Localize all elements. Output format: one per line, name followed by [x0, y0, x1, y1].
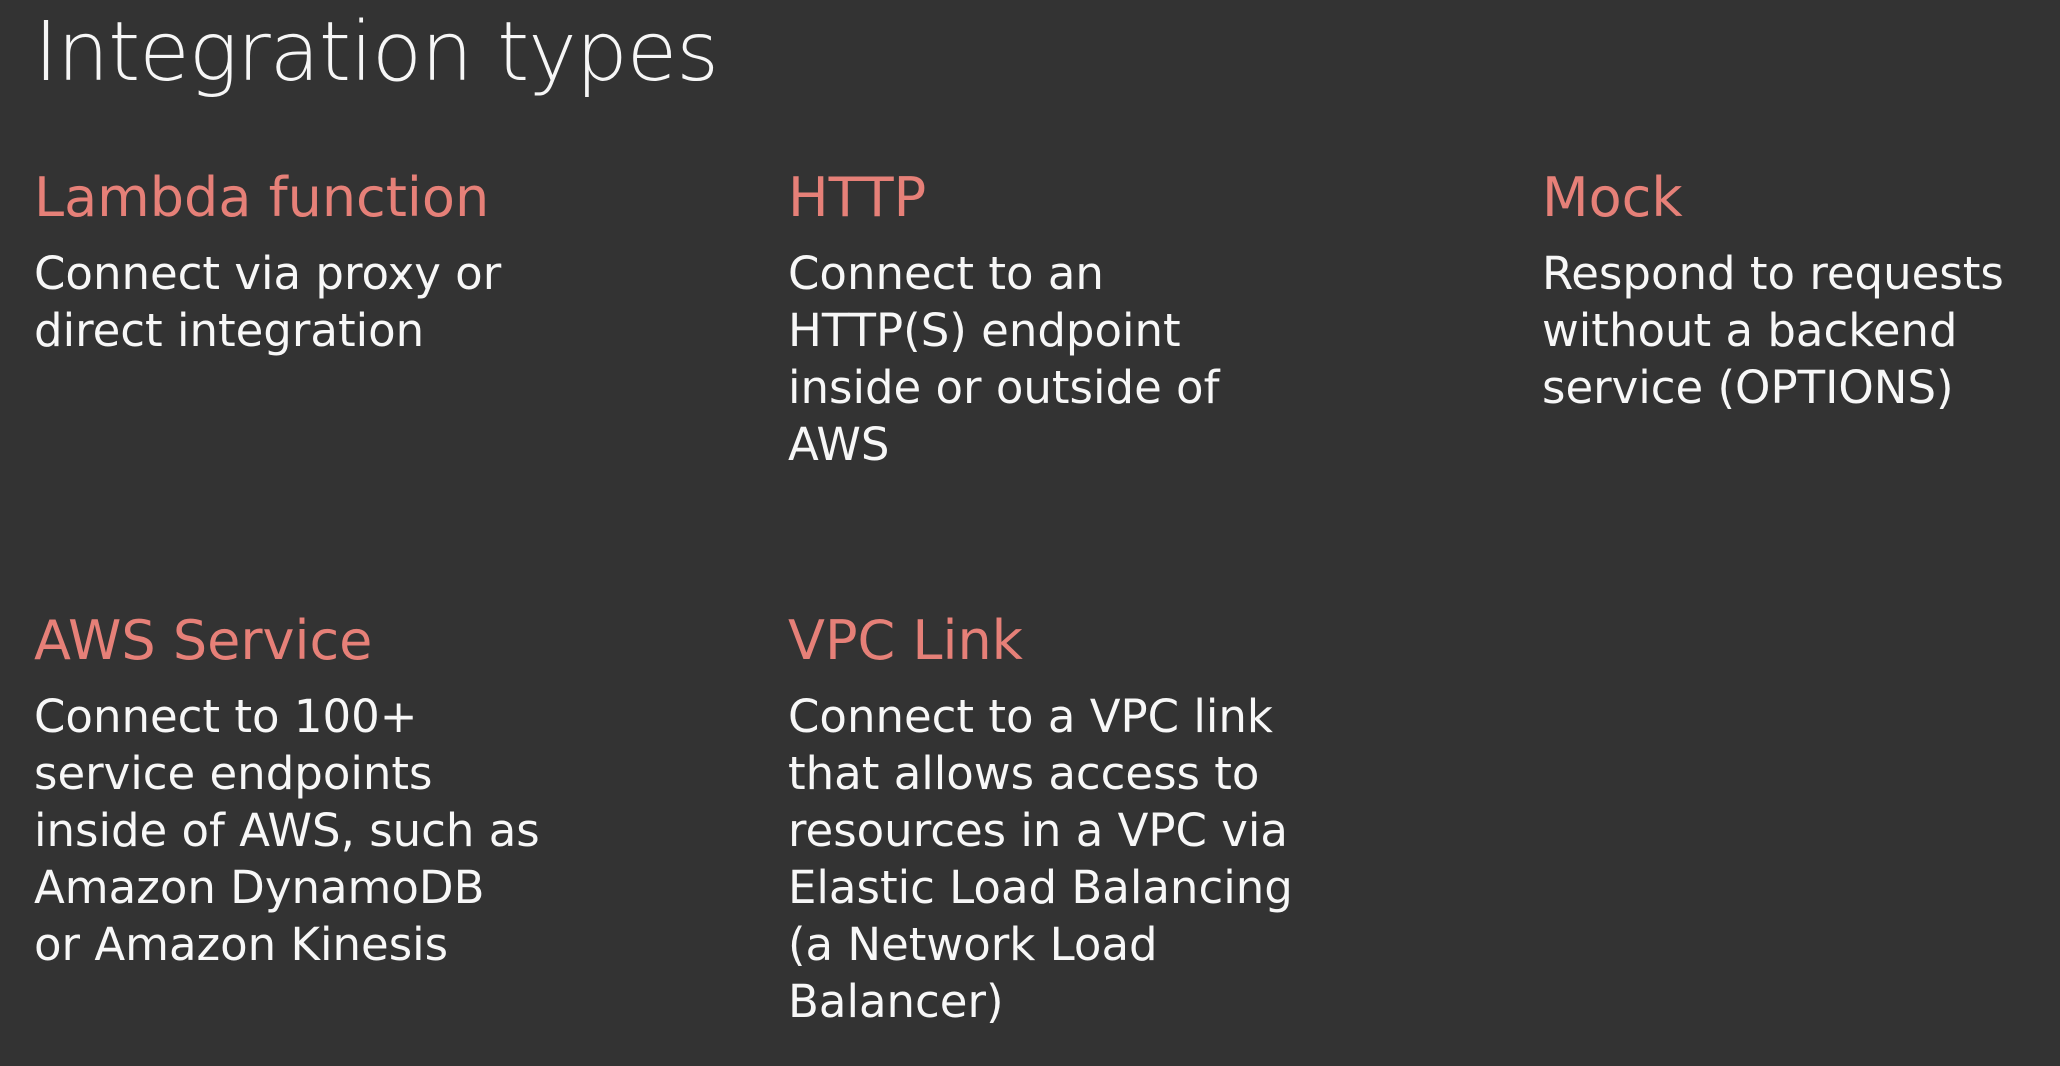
card-heading: Mock: [1542, 166, 1683, 229]
integration-card-http: HTTP Connect to an HTTP(S) endpoint insi…: [788, 168, 1508, 473]
card-heading: Lambda function: [34, 166, 490, 229]
integration-card-vpc-link: VPC Link Connect to a VPC link that allo…: [788, 611, 1508, 1030]
card-description: Connect to an HTTP(S) endpoint inside or…: [788, 247, 1220, 472]
card-description: Connect to 100+ service endpoints inside…: [34, 690, 540, 972]
card-description: Connect via proxy or direct integration: [34, 247, 502, 358]
card-heading: HTTP: [788, 166, 927, 229]
integration-card-aws-service: AWS Service Connect to 100+ service endp…: [34, 611, 754, 973]
card-description: Connect to a VPC link that allows access…: [788, 690, 1293, 1029]
card-description: Respond to requests without a backend se…: [1542, 247, 2004, 415]
slide-title: Integration types: [34, 5, 719, 100]
card-heading: VPC Link: [788, 609, 1023, 672]
card-heading: AWS Service: [34, 609, 373, 672]
integration-card-lambda-function: Lambda function Connect via proxy or dir…: [34, 168, 754, 359]
integration-card-mock: Mock Respond to requests without a backe…: [1542, 168, 2042, 416]
